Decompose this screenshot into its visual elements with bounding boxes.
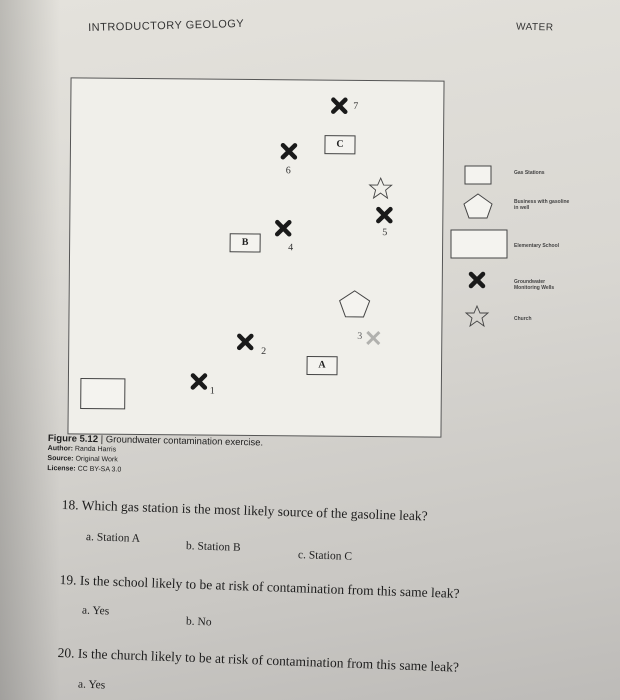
legend-symbols — [450, 165, 508, 328]
figure-caption: Figure 5.12 | Groundwater contamination … — [47, 433, 263, 478]
legend-gas-label: Gas Stations — [514, 170, 545, 176]
question-20: 20. Is the church likely to be at risk o… — [57, 644, 459, 677]
legend-school-label: Elementary School — [514, 243, 560, 249]
question-19-text: 19. Is the school likely to be at risk o… — [59, 571, 460, 601]
author-label: Author: — [47, 444, 74, 453]
map-drawing — [80, 78, 393, 410]
question-20-text: 20. Is the church likely to be at risk o… — [57, 644, 460, 675]
q19-option-b: b. No — [185, 615, 212, 629]
q18-option-c: c. Station C — [297, 549, 353, 563]
legend-school-icon — [450, 229, 508, 259]
legend-pentagon-icon — [463, 193, 493, 219]
station-c-marker — [324, 135, 356, 155]
station-b-marker — [229, 233, 261, 253]
church-star-marker — [368, 176, 393, 200]
station-b-label: B — [241, 236, 249, 248]
legend-wells-label: Groundwater Monitoring Wells — [514, 279, 555, 291]
question-18-text: 18. Which gas station is the most likely… — [61, 496, 428, 524]
well-4-label: 4 — [288, 242, 294, 254]
license-value: CC BY-SA 3.0 — [77, 465, 122, 474]
q18-option-a: a. Station A — [85, 531, 141, 545]
source-value: Original Work — [75, 455, 118, 464]
well-3-label: 3 — [357, 330, 363, 342]
legend-gas-icon — [464, 165, 492, 185]
running-header: INTRODUCTORY GEOLOGY — [88, 17, 245, 34]
well-6-icon — [283, 145, 295, 157]
legend-church-icon — [464, 304, 490, 328]
source-label: Source: — [47, 454, 74, 463]
legend-well-icon — [468, 271, 486, 289]
q20-option-a: a. Yes — [77, 678, 106, 692]
well-5-label: 5 — [382, 227, 388, 239]
well-7-icon — [333, 100, 345, 112]
well-2-icon — [239, 336, 251, 348]
well-1-label: 1 — [209, 385, 215, 397]
business-pentagon-marker — [339, 290, 371, 318]
question-19: 19. Is the school likely to be at risk o… — [59, 571, 459, 603]
station-a-label: A — [318, 359, 326, 371]
well-1-icon — [193, 375, 205, 387]
legend-business-label: Business with gasoline in well — [514, 199, 570, 211]
question-18: 18. Which gas station is the most likely… — [61, 496, 427, 525]
q18-option-b: b. Station B — [185, 540, 241, 554]
groundwater-map: C B A 1 2 4 5 6 7 3 — [67, 77, 445, 438]
school-marker — [80, 377, 126, 410]
well-2-label: 2 — [261, 346, 267, 358]
author-value: Randa Harris — [74, 445, 117, 454]
caption-separator: | — [100, 434, 104, 446]
well-5-icon — [378, 209, 390, 221]
legend-church-label: Church — [514, 316, 532, 322]
well-3-icon — [366, 330, 381, 346]
section-header: WATER — [515, 21, 554, 34]
license-label: License: — [47, 464, 76, 473]
station-a-marker — [306, 355, 338, 376]
q19-option-a: a. Yes — [81, 604, 110, 618]
well-6-label: 6 — [285, 165, 291, 177]
station-c-label: C — [336, 138, 344, 150]
well-7-label: 7 — [353, 100, 359, 112]
well-4-icon — [277, 222, 289, 234]
